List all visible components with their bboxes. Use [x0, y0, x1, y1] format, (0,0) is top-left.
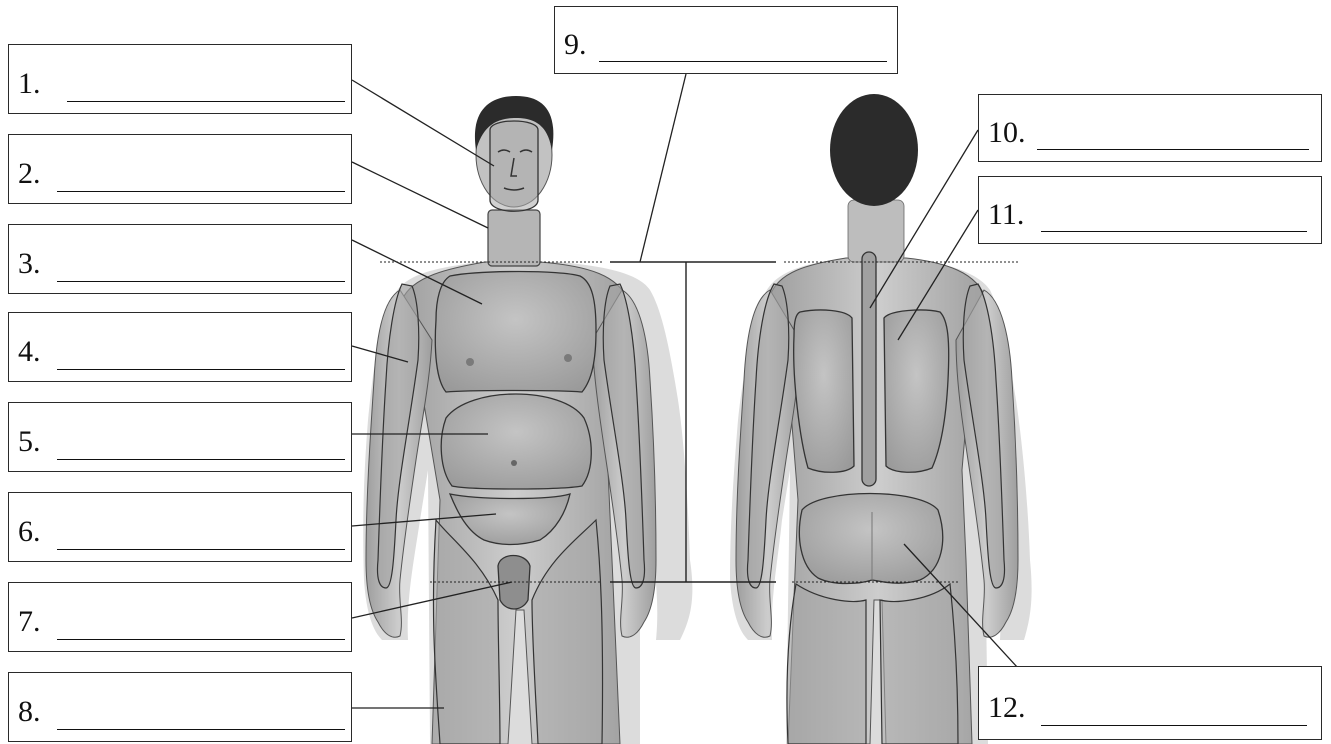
label-number-10: 10.	[979, 106, 1026, 150]
label-box-3[interactable]: 3.	[8, 224, 352, 294]
anterior-neck	[488, 210, 540, 266]
label-box-5[interactable]: 5.	[8, 402, 352, 472]
anterior-body	[363, 96, 692, 744]
label-box-12[interactable]: 12.	[978, 666, 1322, 740]
answer-line-3[interactable]	[57, 281, 345, 282]
label-box-4[interactable]: 4.	[8, 312, 352, 382]
left-nipple	[564, 354, 572, 362]
answer-line-11[interactable]	[1041, 231, 1307, 232]
answer-line-12[interactable]	[1041, 725, 1307, 726]
label-box-7[interactable]: 7.	[8, 582, 352, 652]
answer-line-7[interactable]	[57, 639, 345, 640]
gluteal-region	[799, 494, 942, 584]
label-box-9[interactable]: 9.	[554, 6, 898, 74]
leader-line-1	[352, 80, 494, 166]
right-dorsal-region	[794, 310, 854, 472]
posterior-head	[830, 94, 918, 206]
label-number-11: 11.	[979, 188, 1024, 232]
label-number-2: 2.	[9, 147, 41, 191]
label-number-6: 6.	[9, 505, 41, 549]
label-box-2[interactable]: 2.	[8, 134, 352, 204]
label-box-6[interactable]: 6.	[8, 492, 352, 562]
answer-line-1[interactable]	[67, 101, 345, 102]
label-box-8[interactable]: 8.	[8, 672, 352, 742]
label-box-1[interactable]: 1.	[8, 44, 352, 114]
umbilicus	[511, 460, 517, 466]
label-number-12: 12.	[979, 681, 1026, 725]
label-number-5: 5.	[9, 415, 41, 459]
answer-line-9[interactable]	[599, 61, 887, 62]
answer-line-8[interactable]	[57, 729, 345, 730]
label-box-11[interactable]: 11.	[978, 176, 1322, 244]
answer-line-2[interactable]	[57, 191, 345, 192]
label-number-4: 4.	[9, 325, 41, 369]
thoracic-region	[435, 272, 596, 393]
label-number-3: 3.	[9, 237, 41, 281]
label-number-1: 1.	[9, 57, 41, 101]
leader-line-2	[352, 162, 488, 228]
abdominal-region	[441, 394, 591, 489]
label-number-8: 8.	[9, 685, 41, 729]
vertebral-region	[862, 252, 876, 486]
left-dorsal-region	[884, 310, 949, 472]
leader-line-9	[640, 74, 686, 262]
label-number-9: 9.	[555, 18, 587, 62]
label-box-10[interactable]: 10.	[978, 94, 1322, 162]
answer-line-6[interactable]	[57, 549, 345, 550]
facial-region	[490, 121, 538, 211]
posterior-neck	[848, 200, 904, 262]
label-number-7: 7.	[9, 595, 41, 639]
answer-line-10[interactable]	[1037, 149, 1309, 150]
posterior-left-leg-region	[880, 584, 958, 744]
posterior-right-leg-region	[787, 584, 866, 744]
right-nipple	[466, 358, 474, 366]
answer-line-4[interactable]	[57, 369, 345, 370]
answer-line-5[interactable]	[57, 459, 345, 460]
